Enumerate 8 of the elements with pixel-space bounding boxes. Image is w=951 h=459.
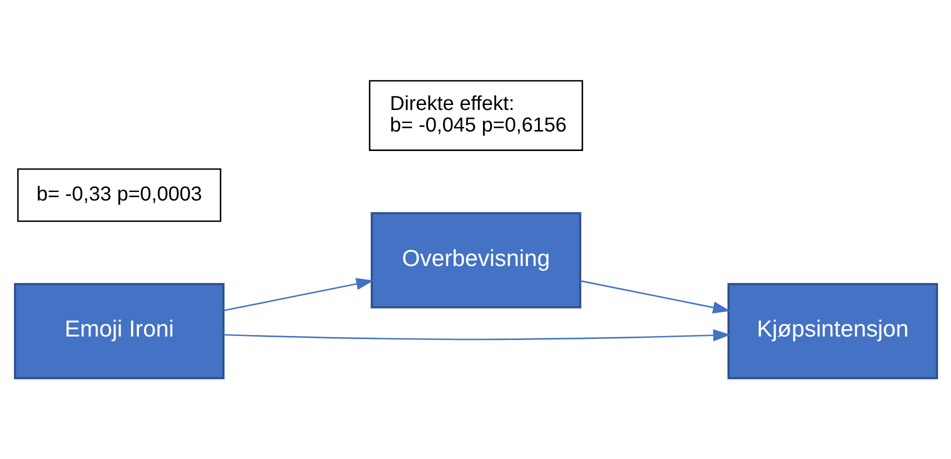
node-box: b= -0,33 p=0,0003: [16, 168, 221, 222]
arrow: [223, 329, 730, 342]
node-box: Emoji Ironi: [13, 283, 224, 380]
node-box: Direkte effekt: b= -0,045 p=0,6156: [368, 80, 583, 151]
node-box: Overbevisning: [370, 212, 581, 308]
arrow: [580, 280, 730, 314]
node-box: Kjøpsintensjon: [726, 283, 938, 380]
arrow: [222, 278, 374, 312]
